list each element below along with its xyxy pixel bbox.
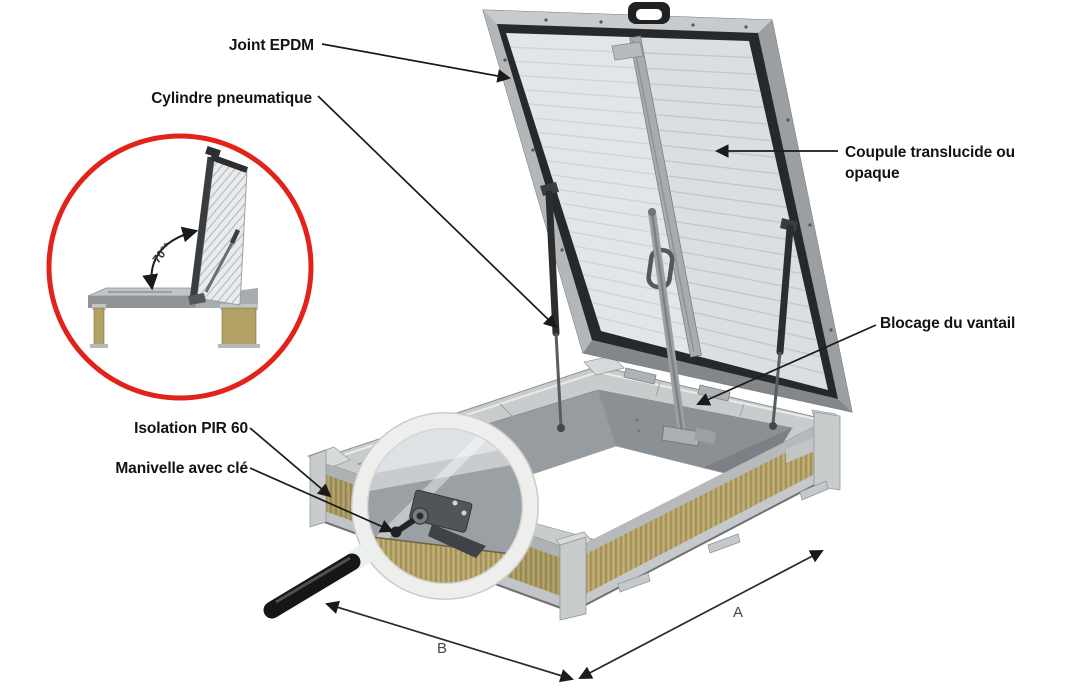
dimension-arrow-a <box>578 550 824 679</box>
lid-frame-bottom-band <box>583 340 852 412</box>
lid-frame-right-band <box>758 20 852 412</box>
crank-mechanism <box>390 489 486 558</box>
gas-springs <box>540 182 798 432</box>
angle-inset: 70°* <box>46 133 314 401</box>
rail-top-bracket <box>611 41 644 61</box>
face-patch <box>786 435 820 463</box>
wall-hole-dot <box>637 429 641 433</box>
lock-rod-core <box>650 211 684 433</box>
label-joint-epdm: Joint EPDM <box>228 37 314 54</box>
dimension-arrow-b <box>325 600 574 683</box>
crank-key-knob <box>390 526 402 538</box>
label-dimension-b: B <box>436 640 447 657</box>
magnifier-ring-inner <box>366 427 524 585</box>
lid <box>482 2 853 413</box>
lock-rod-base-bracket <box>661 425 701 447</box>
cylinder-mount-right <box>769 422 777 430</box>
frame-screws <box>503 18 833 332</box>
inset-red-circle <box>46 133 314 401</box>
lid-top-handle <box>628 2 670 24</box>
cylinder-rod-left <box>554 332 563 427</box>
leader-cylindre <box>317 95 558 329</box>
dimension-arrows <box>325 550 824 683</box>
sash-lock-rod <box>648 208 716 447</box>
magnifier-ring <box>352 413 538 599</box>
leader-blocage <box>696 324 877 406</box>
cylinder-rod-right <box>771 351 782 425</box>
pneumatic-cylinder-left <box>545 190 560 337</box>
label-dimension-a: A <box>732 604 743 621</box>
magnifier-ring-outer <box>351 412 539 600</box>
label-isolation-pir: Isolation PIR 60 <box>134 420 248 437</box>
leader-joint-epdm <box>321 43 512 83</box>
lid-frame-top-band <box>483 10 772 33</box>
rim-corner-cap <box>583 355 625 376</box>
label-coupole-line1: Coupule translucide ou <box>845 144 1016 161</box>
label-coupole-line2: opaque <box>845 165 900 182</box>
label-cylindre-pneumatique: Cylindre pneumatique <box>151 90 312 107</box>
magnifier-handle-sheen <box>275 556 351 604</box>
label-blocage-vantail: Blocage du vantail <box>880 315 1016 332</box>
lock-rod-top-joint <box>648 208 656 216</box>
rail-pull-handle <box>646 247 675 290</box>
pneumatic-cylinder-right <box>776 224 794 356</box>
cylinder-mount-left <box>557 424 565 432</box>
lock-rod-base-plate <box>694 428 716 444</box>
corner-post-east <box>813 411 841 491</box>
lid-frame-left-band <box>483 10 592 353</box>
magnifier <box>263 412 539 619</box>
leader-manivelle <box>249 467 394 533</box>
inset-spring-body <box>229 229 241 244</box>
leader-lines <box>249 43 877 533</box>
angle-arc-arrow <box>142 226 199 291</box>
magnifier-handle <box>263 553 361 619</box>
spring-bracket-left <box>540 182 559 196</box>
magnifier-glass-content <box>368 429 522 583</box>
label-coupole: Coupule translucide ou opaque <box>845 142 1035 184</box>
inset-hinge <box>188 293 206 305</box>
corner-post-west <box>309 449 327 528</box>
hinge-brackets <box>623 367 731 402</box>
label-manivelle-cle: Manivelle avec clé <box>115 460 248 477</box>
inset-content: 70°* <box>87 146 260 348</box>
wall-hole-dot <box>635 418 639 422</box>
rail-groove <box>632 39 695 353</box>
inset-spring-rod <box>204 242 234 293</box>
corner-post-south <box>559 536 587 621</box>
leader-isolation <box>249 427 332 498</box>
